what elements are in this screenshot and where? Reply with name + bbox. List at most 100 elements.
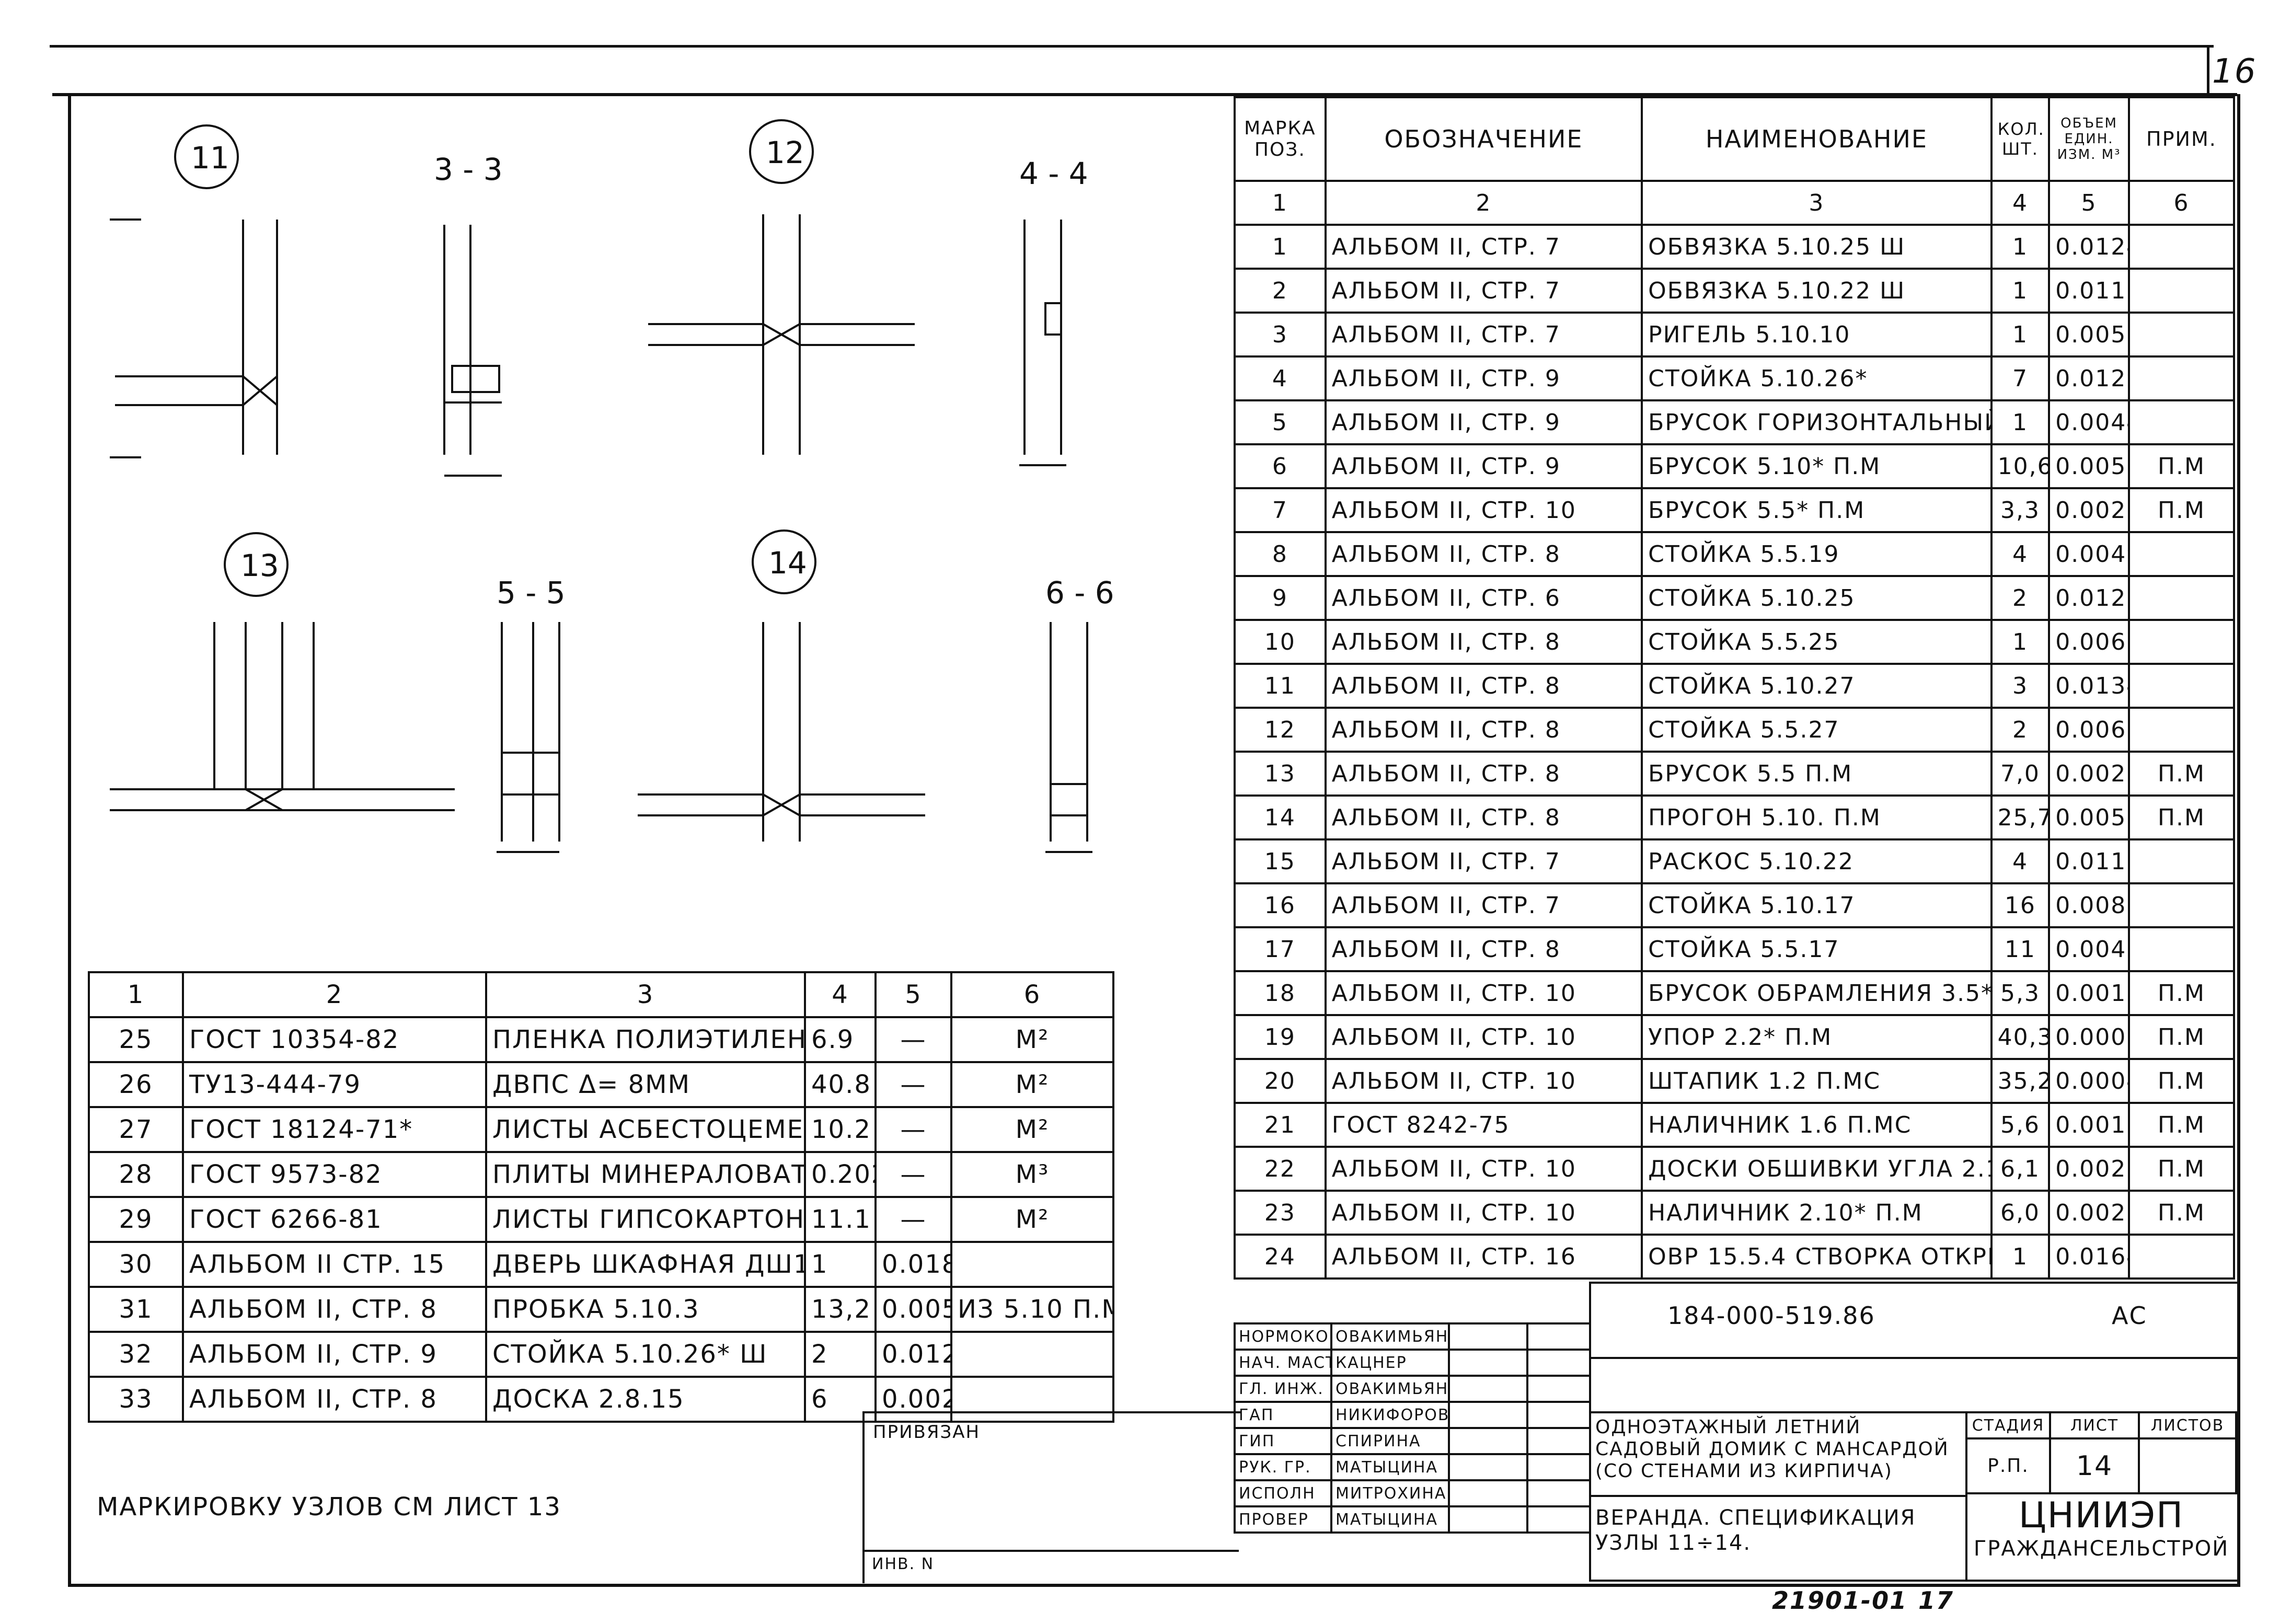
date-cell: [1526, 1505, 1591, 1534]
table-cell: ГОСТ 9573-82: [182, 1151, 487, 1198]
node-12-label: 12: [766, 135, 804, 170]
signature-cell: [1448, 1427, 1528, 1455]
table-cell: 10.2: [804, 1106, 877, 1153]
node-11-circle: [174, 124, 239, 189]
frame-top: [52, 93, 2237, 96]
table-cell: —: [874, 1151, 952, 1198]
name-cell: НИКИФОРОВ: [1330, 1401, 1450, 1429]
table-cell: ДВЕРЬ ШКАФНАЯ ДШ16.5.7: [485, 1241, 806, 1288]
section-5-5: 5 - 5: [497, 575, 566, 611]
table-cell: 0.0134: [2048, 663, 2130, 709]
role-cell: НОРМОКОН: [1234, 1322, 1332, 1351]
table-cell: БРУСОК ОБРАМЛЕНИЯ 3.5* П.М: [1641, 970, 1993, 1016]
table-cell: П.М: [2127, 1014, 2236, 1060]
table-cell: 18: [1234, 970, 1327, 1016]
table-cell: [950, 1376, 1114, 1423]
table-cell: 24: [1234, 1234, 1327, 1280]
table-cell: 25: [88, 1016, 184, 1063]
signature-cell: [1448, 1401, 1528, 1429]
spec-header: ОБЪЕМ ЕДИН. ИЗМ. М³: [2048, 96, 2130, 182]
table-cell: 0.0050: [2048, 443, 2130, 489]
privyazan-block: [862, 1411, 1241, 1583]
table-cell: 0.0164: [2048, 1234, 2130, 1280]
table-cell: 0.0025: [2048, 751, 2130, 797]
sheet-title: ВЕРАНДА. СПЕЦИФИКАЦИЯ УЗЛЫ 11÷14.: [1595, 1506, 1916, 1555]
materials-colnum-row: 1 2 3 4 5 6: [88, 971, 1114, 1018]
table-cell: 21: [1234, 1102, 1327, 1148]
table-cell: АЛЬБОМ II, СТР. 10: [1324, 1058, 1643, 1104]
table-cell: 14: [1234, 794, 1327, 840]
table-cell: АЛЬБОМ II, СТР. 7: [1324, 882, 1643, 928]
name-cell: КАЦНЕР: [1330, 1349, 1450, 1377]
footer-code: 21901-01: [1772, 1586, 1908, 1615]
table-cell: ТУ13-444-79: [182, 1061, 487, 1108]
date-cell: [1526, 1427, 1591, 1455]
table-cell: 15: [1234, 838, 1327, 884]
role-cell: РУК. ГР.: [1234, 1453, 1332, 1481]
node-14-circle: [752, 529, 816, 594]
table-cell: 9: [1234, 575, 1327, 621]
table-cell: 0.0025: [2048, 1190, 2130, 1236]
table-cell: 2: [1234, 268, 1327, 314]
table-cell: [2127, 926, 2236, 972]
table-cell: АЛЬБОМ II, СТР. 10: [1324, 1146, 1643, 1192]
spec-colnum: 2: [1324, 180, 1643, 226]
node-drawings: [110, 119, 1092, 853]
table-cell: [950, 1331, 1114, 1378]
inventory-label: ИНВ. N: [872, 1555, 935, 1573]
table-cell: АЛЬБОМ II, СТР. 10: [1324, 487, 1643, 533]
table-cell: М²: [950, 1196, 1114, 1243]
org-subname: ГРАЖДАНСЕЛЬСТРОЙ: [1973, 1537, 2229, 1561]
table-cell: СТОЙКА 5.5.25: [1641, 619, 1993, 665]
spec-header: ОБОЗНАЧЕНИЕ: [1324, 96, 1643, 182]
role-cell: НАЧ. МАСТ.: [1234, 1349, 1332, 1377]
spec-colnum: 5: [2048, 180, 2130, 226]
title-body-box: [1589, 1355, 2239, 1582]
table-cell: АЛЬБОМ II, СТР. 6: [1324, 575, 1643, 621]
table-cell: 6: [1234, 443, 1327, 489]
table-cell: РАСКОС 5.10.22: [1641, 838, 1993, 884]
table-cell: М³: [950, 1151, 1114, 1198]
table-cell: П.М: [2127, 1102, 2236, 1148]
table-cell: М²: [950, 1061, 1114, 1108]
table-cell: 10: [1234, 619, 1327, 665]
table-cell: П.М: [2127, 443, 2236, 489]
table-cell: 0.0067: [2048, 707, 2130, 753]
table-cell: [2127, 355, 2236, 401]
table-cell: 10,6: [1990, 443, 2051, 489]
date-cell: [1526, 1375, 1591, 1403]
table-cell: П.М: [2127, 751, 2236, 797]
table-cell: [2127, 531, 2236, 577]
table-cell: ДОСКИ ОБШИВКИ УГЛА 2.10* П.М: [1641, 1146, 1993, 1192]
table-cell: [950, 1241, 1114, 1288]
table-cell: 6,0: [1990, 1190, 2051, 1236]
spec-colnum: 1: [1234, 180, 1327, 226]
table-cell: СТОЙКА 5.10.26*: [1641, 355, 1993, 401]
table-cell: АЛЬБОМ II, СТР. 10: [1324, 970, 1643, 1016]
table-cell: 0.0025: [2048, 1146, 2130, 1192]
name-cell: ОВАКИМЬЯН: [1330, 1322, 1450, 1351]
table-cell: 40.8: [804, 1061, 877, 1108]
table-cell: 0.202: [804, 1151, 877, 1198]
node-12-circle: [749, 119, 814, 184]
table-cell: 0.0110: [2048, 268, 2130, 314]
spec-header-row: МАРКА ПОЗ. ОБОЗНАЧЕНИЕ НАИМЕНОВАНИЕ КОЛ.…: [1234, 96, 2236, 182]
sheet-value: 14: [2049, 1437, 2140, 1494]
table-cell: АЛЬБОМ II, СТР. 7: [1324, 224, 1643, 270]
table-cell: П.М: [2127, 1190, 2236, 1236]
table-cell: 28: [88, 1151, 184, 1198]
table-cell: 3: [1990, 663, 2051, 709]
table-cell: [2127, 1234, 2236, 1280]
